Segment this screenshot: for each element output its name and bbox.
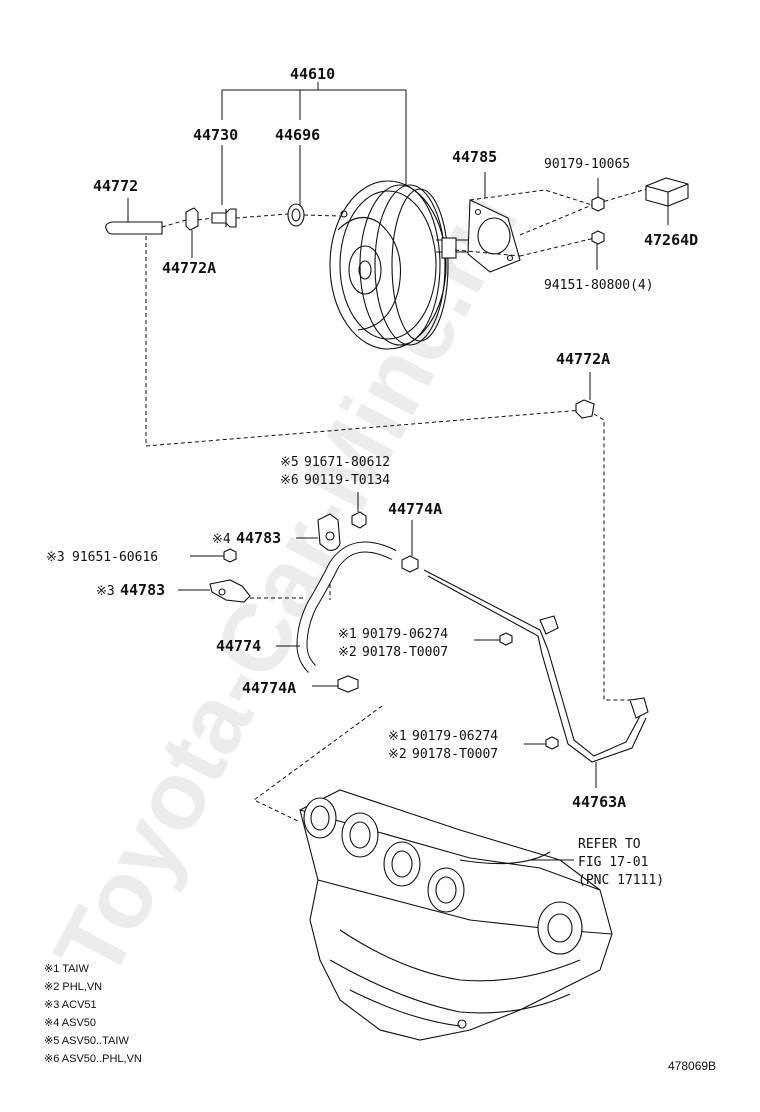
label-90178-T0007-b: 90178-T0007	[412, 747, 498, 762]
legend-item: ※3 ACV51	[44, 999, 97, 1011]
label-90179-10065: 90179-10065	[544, 157, 630, 172]
label-90179-06274-b: 90179-06274	[412, 729, 498, 744]
mark-2b: ※2	[388, 747, 407, 762]
clamp-44774A-top	[401, 520, 419, 573]
mark-1b: ※1	[388, 729, 407, 744]
clip-44772A-top	[185, 207, 199, 258]
mark-2a: ※2	[338, 645, 357, 660]
label-44774: 44774	[216, 637, 261, 655]
reference-line-1: REFER TO	[578, 837, 641, 852]
grommet-44696	[287, 203, 305, 227]
label-94151-80800: 94151-80800(4)	[544, 278, 654, 293]
label-44763A: 44763A	[572, 793, 626, 811]
reference-line-3: (PNC 17111)	[578, 873, 664, 888]
legend-item: ※1 TAIW	[44, 963, 89, 975]
reference-note: REFER TO FIG 17-01 (PNC 17111)	[578, 837, 664, 888]
bolt-91671	[351, 492, 367, 529]
check-valve-44730	[211, 208, 237, 228]
mark-4: ※4	[212, 532, 231, 547]
intake-manifold	[299, 789, 613, 1041]
label-91671-80612: 91671-80612	[304, 455, 390, 470]
legend-item: ※6 ASV50..PHL,VN	[44, 1053, 142, 1065]
figure-code: 478069B	[668, 1059, 716, 1073]
reference-line-2: FIG 17-01	[578, 855, 648, 870]
label-90179-06274-a: 90179-06274	[362, 627, 448, 642]
bracket-47264D	[645, 177, 689, 225]
pipe-44763A	[423, 569, 649, 788]
label-44730: 44730	[193, 126, 238, 144]
mark-3a: ※3	[46, 550, 65, 565]
bolt-91651	[190, 548, 237, 563]
label-91651-60616: 91651-60616	[72, 550, 158, 565]
nut-94151-80800	[591, 230, 605, 270]
label-44772: 44772	[93, 177, 138, 195]
label-44610: 44610	[290, 65, 335, 83]
nut-90179-10065	[591, 178, 605, 212]
bracket-44783-3	[178, 579, 251, 603]
legend-item: ※2 PHL,VN	[44, 981, 102, 993]
legend: ※1 TAIW ※2 PHL,VN ※3 ACV51 ※4 ASV50 ※5 A…	[44, 963, 142, 1065]
legend-item: ※4 ASV50	[44, 1017, 96, 1029]
hose-44772	[105, 198, 163, 235]
label-44774A-bottom: 44774A	[242, 679, 296, 697]
clamp-44774A-bottom	[312, 675, 359, 693]
label-44785: 44785	[452, 148, 497, 166]
label-44772A-right: 44772A	[556, 350, 610, 368]
label-44774A-top: 44774A	[388, 500, 442, 518]
label-44772A-top: 44772A	[162, 259, 216, 277]
label-44783-3: 44783	[120, 581, 165, 599]
label-44696: 44696	[275, 126, 320, 144]
gasket-44785	[467, 172, 521, 273]
clip-pipe-b	[524, 736, 559, 750]
clip-pipe-a	[474, 632, 513, 646]
label-90119-T0134: 90119-T0134	[304, 473, 390, 488]
brake-booster	[329, 180, 470, 350]
label-90178-T0007-a: 90178-T0007	[362, 645, 448, 660]
bracket-44610	[221, 82, 407, 205]
label-47264D: 47264D	[644, 231, 698, 249]
legend-item: ※5 ASV50..TAIW	[44, 1035, 129, 1047]
mark-5: ※5	[280, 455, 299, 470]
mark-1a: ※1	[338, 627, 357, 642]
label-44783-4: 44783	[236, 529, 281, 547]
bracket-44783-4	[296, 513, 341, 551]
clip-44772A-right	[575, 372, 595, 419]
mark-3b: ※3	[96, 584, 115, 599]
mark-6: ※6	[280, 473, 299, 488]
hose-44774	[276, 541, 397, 673]
